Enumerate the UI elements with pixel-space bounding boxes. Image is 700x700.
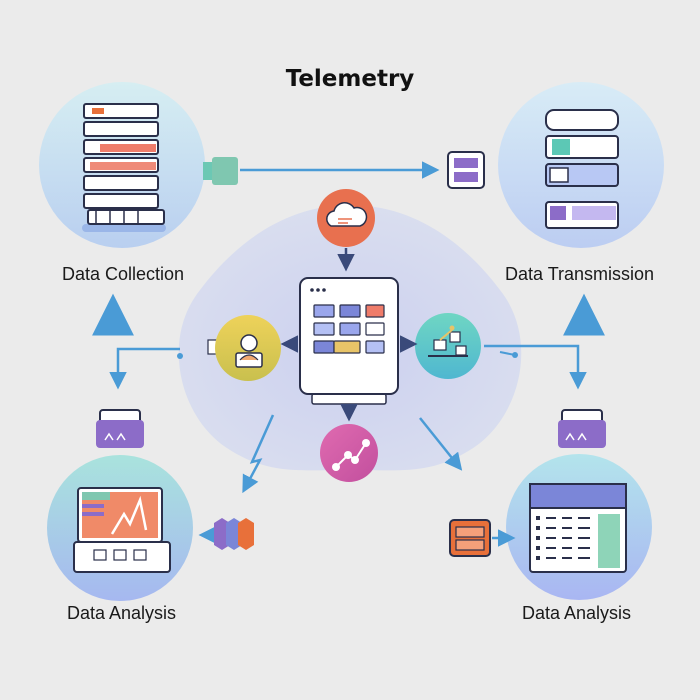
- right-connector: [484, 344, 587, 390]
- hub-to-right-analysis-arrow: [419, 417, 463, 471]
- storage-box-icon: [449, 519, 491, 557]
- graph-icon: [332, 439, 370, 471]
- network-icon: [428, 325, 468, 357]
- device-icon-right: [558, 409, 606, 448]
- data-analysis-left-node[interactable]: [47, 455, 193, 601]
- data-analysis-right-label: Data Analysis: [522, 603, 632, 623]
- left-connector: [109, 347, 180, 390]
- data-transmission-label: Data Transmission: [505, 264, 655, 284]
- dashboard-icon[interactable]: [299, 277, 399, 405]
- data-collection-node[interactable]: [39, 82, 205, 248]
- data-analysis-left-label: Data Analysis: [67, 603, 177, 623]
- cloud-badge: [317, 189, 375, 247]
- data-transmission-node[interactable]: [498, 82, 664, 248]
- user-badge: [207, 315, 281, 381]
- device-icon-left: [96, 409, 144, 448]
- transmission-packet-icon: [447, 151, 485, 189]
- data-blocks-icon: [214, 518, 254, 550]
- cloud-icon: [326, 202, 368, 227]
- graph-badge: [320, 424, 378, 482]
- data-collection-label: Data Collection: [62, 264, 185, 284]
- hub-to-left-analysis-arrow: [242, 414, 275, 494]
- plug-icon: [203, 157, 238, 185]
- network-badge: [415, 313, 481, 379]
- diagram-title: Telemetry: [285, 66, 415, 92]
- spreadsheet-icon: [529, 483, 627, 573]
- data-analysis-right-node[interactable]: [506, 454, 652, 600]
- monitor-chart-icon: [73, 487, 171, 573]
- user-icon: [235, 334, 263, 368]
- server-stack-icon: [545, 109, 619, 229]
- server-stack-icon: [82, 103, 166, 232]
